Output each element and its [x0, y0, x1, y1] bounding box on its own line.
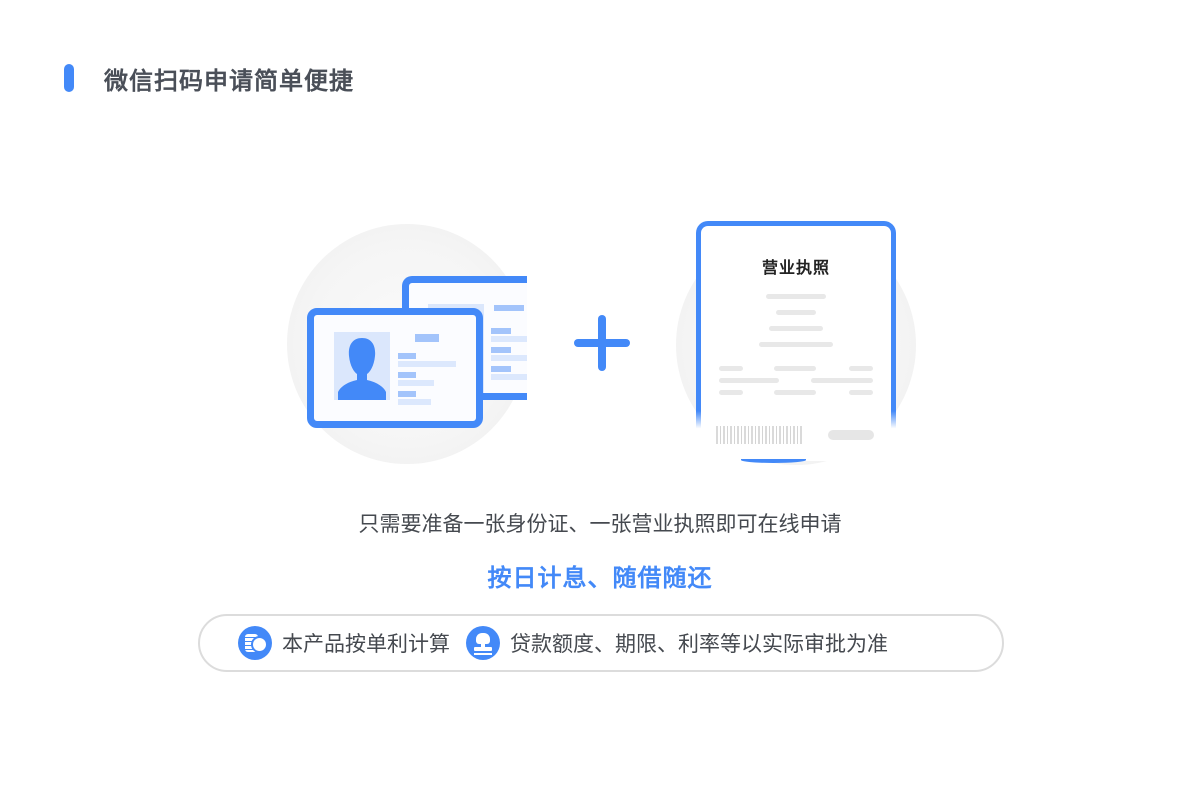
- notice-simple-interest: 本产品按单利计算: [238, 626, 450, 660]
- notice-approval: 贷款额度、期限、利率等以实际审批为准: [466, 626, 888, 660]
- stamp-icon: [466, 626, 500, 660]
- notice-text: 本产品按单利计算: [282, 632, 450, 656]
- id-card-icon: [307, 308, 483, 428]
- id-card-illustration: [287, 224, 527, 464]
- section-title: 微信扫码申请简单便捷: [104, 66, 354, 95]
- business-license-illustration: 营业执照: [676, 221, 916, 466]
- license-title: 营业执照: [761, 258, 830, 277]
- interest-highlight: 按日计息、随借随还: [487, 564, 713, 592]
- notice-bar: 本产品按单利计算 贷款额度、期限、利率等以实际审批为准: [198, 614, 1004, 672]
- person-avatar-icon: [334, 332, 390, 400]
- requirements-description: 只需要准备一张身份证、一张营业执照即可在线申请: [358, 512, 842, 536]
- plus-icon: [574, 315, 630, 371]
- section-header: 微信扫码申请简单便捷: [64, 62, 354, 95]
- section-accent-bar: [64, 64, 74, 92]
- coins-icon: [238, 626, 272, 660]
- notice-text: 贷款额度、期限、利率等以实际审批为准: [510, 632, 888, 656]
- barcode-icon: [716, 426, 802, 444]
